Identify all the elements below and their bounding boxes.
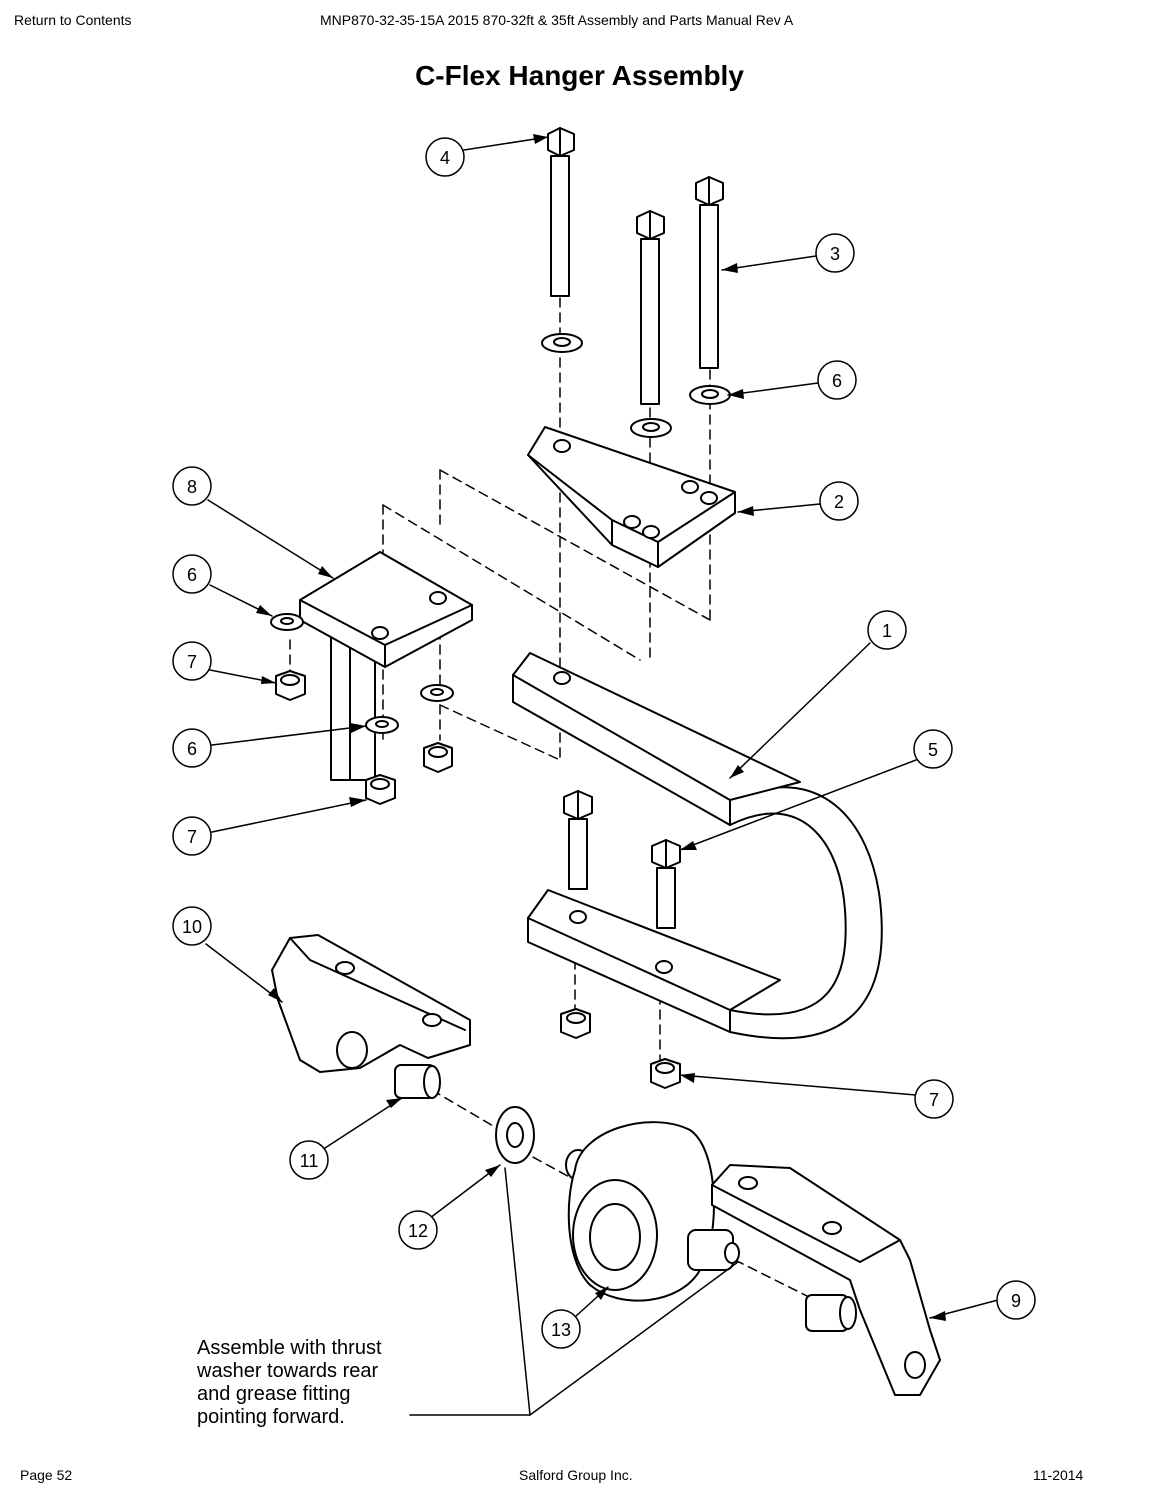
callout-4: 4: [425, 137, 465, 177]
callout-13: 13: [541, 1309, 581, 1349]
callout-7-right: 7: [914, 1079, 954, 1119]
callout-10: 10: [172, 906, 212, 946]
svg-text:2: 2: [834, 492, 844, 512]
part-2-top-plate: [527, 426, 736, 568]
callout-7-lower: 7: [172, 816, 212, 856]
svg-text:3: 3: [830, 244, 840, 264]
callout-2: 2: [819, 481, 859, 521]
company-name: Salford Group Inc.: [519, 1467, 633, 1483]
part-7-nut-bracket-left: [275, 670, 306, 701]
svg-text:6: 6: [187, 739, 197, 759]
callout-8: 8: [172, 466, 212, 506]
part-6-washer-bracket-right: [420, 684, 454, 702]
part-6-washer-bracket-lower: [365, 716, 399, 734]
callout-6-lower: 6: [172, 728, 212, 768]
callout-9: 9: [996, 1280, 1036, 1320]
part-11-bushing: [394, 1064, 441, 1099]
callout-1: 1: [867, 610, 907, 650]
svg-text:13: 13: [551, 1320, 571, 1340]
part-6-washer-mid: [630, 418, 672, 438]
svg-text:11: 11: [300, 1151, 319, 1171]
part-6-washer-right: [689, 385, 731, 405]
part-6-washer-bracket-left: [270, 613, 304, 631]
callout-12: 12: [398, 1210, 438, 1250]
part-4-long-bolt: [547, 127, 575, 297]
svg-text:10: 10: [182, 917, 202, 937]
callout-arrowheads: [256, 134, 946, 1321]
return-to-contents-link[interactable]: Return to Contents: [14, 12, 132, 28]
svg-text:12: 12: [408, 1221, 428, 1241]
callout-11: 11: [289, 1140, 329, 1180]
svg-text:1: 1: [882, 621, 892, 641]
note-line-4: pointing forward.: [197, 1406, 345, 1428]
callout-6-left: 6: [172, 554, 212, 594]
callout-7-left: 7: [172, 641, 212, 681]
part-9-bearing-bracket: [711, 1164, 941, 1396]
page-number: Page 52: [20, 1467, 73, 1483]
revision-date: 11-2014: [1033, 1467, 1084, 1483]
svg-text:9: 9: [1011, 1291, 1021, 1311]
part-3-bolt-front: [636, 210, 665, 405]
part-1-c-flex-spring: [512, 652, 883, 1040]
page-title: C-Flex Hanger Assembly: [415, 60, 744, 91]
part-12-thrust-washer: [495, 1106, 535, 1164]
part-5-bolt-left: [563, 790, 593, 890]
part-6-washer-top: [541, 333, 583, 353]
callout-3: 3: [815, 233, 855, 273]
svg-text:6: 6: [187, 565, 197, 585]
note-line-3: and grease fitting: [197, 1383, 351, 1405]
svg-text:8: 8: [187, 477, 197, 497]
svg-text:7: 7: [929, 1090, 939, 1110]
svg-text:4: 4: [440, 148, 450, 168]
document-title: MNP870-32-35-15A 2015 870-32ft & 35ft As…: [320, 12, 794, 28]
part-3-bolt-rear: [695, 176, 724, 369]
part-7-nut-bracket-right: [423, 742, 453, 773]
callout-bubbles: 4 3 6 2 8 6 7 6 7 1 5 7 10 11 12 13 9: [172, 137, 1036, 1349]
svg-text:6: 6: [832, 371, 842, 391]
svg-text:7: 7: [187, 827, 197, 847]
note-line-2: washer towards rear: [197, 1360, 379, 1382]
svg-text:5: 5: [928, 740, 938, 760]
note-line-1: Assemble with thrust: [197, 1337, 382, 1359]
part-7-nut-spring-left: [560, 1008, 591, 1039]
callout-6-top: 6: [817, 360, 857, 400]
part-7-nut-bracket-lower: [365, 774, 396, 805]
callout-5: 5: [913, 729, 953, 769]
part-10-bearing-bracket: [271, 934, 471, 1073]
part-7-nut-spring-right: [650, 1058, 681, 1089]
svg-text:7: 7: [187, 652, 197, 672]
part-8-mount-bracket: [299, 551, 473, 781]
assembly-note: Assemble with thrust washer towards rear…: [197, 1337, 382, 1429]
note-pointer-lines: [409, 1167, 739, 1416]
part-5-bolt-right: [651, 839, 681, 929]
part-13-bearing-housing: [565, 1121, 740, 1302]
